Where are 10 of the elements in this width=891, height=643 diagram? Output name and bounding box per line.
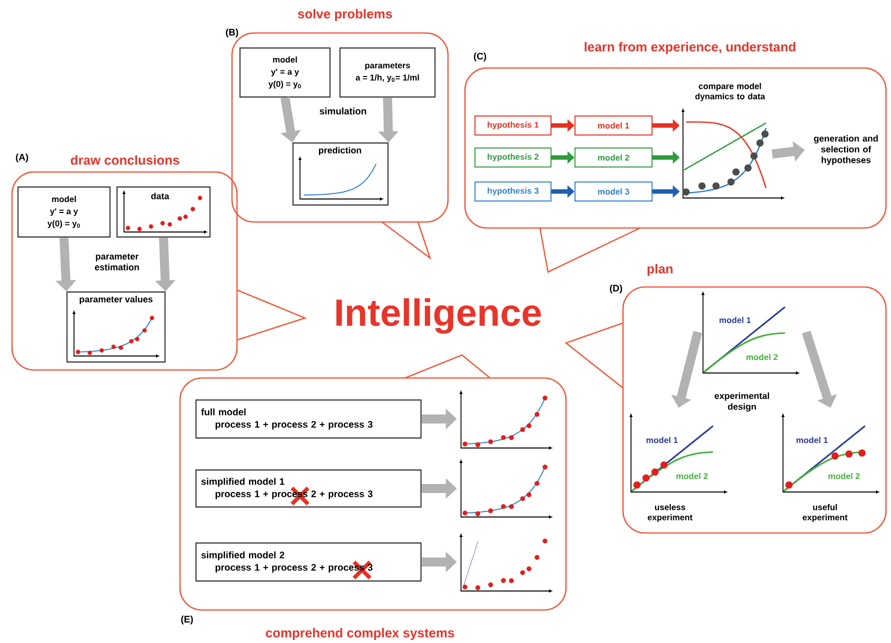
bubble-heading: solve problems [298,8,392,22]
panel-letter: (E) [181,616,193,624]
bubble-heading: plan [648,264,673,276]
central-title: Intelligence [336,298,541,334]
bubble-heading: learn from experience, understand [584,42,796,54]
panel-letter: (A) [16,154,28,162]
bubble-heading: draw conclusions [70,155,180,165]
panel-letter: (C) [474,52,486,62]
bubble-heading: comprehend complex systems [266,628,454,640]
panel-letter: (D) [610,284,622,294]
